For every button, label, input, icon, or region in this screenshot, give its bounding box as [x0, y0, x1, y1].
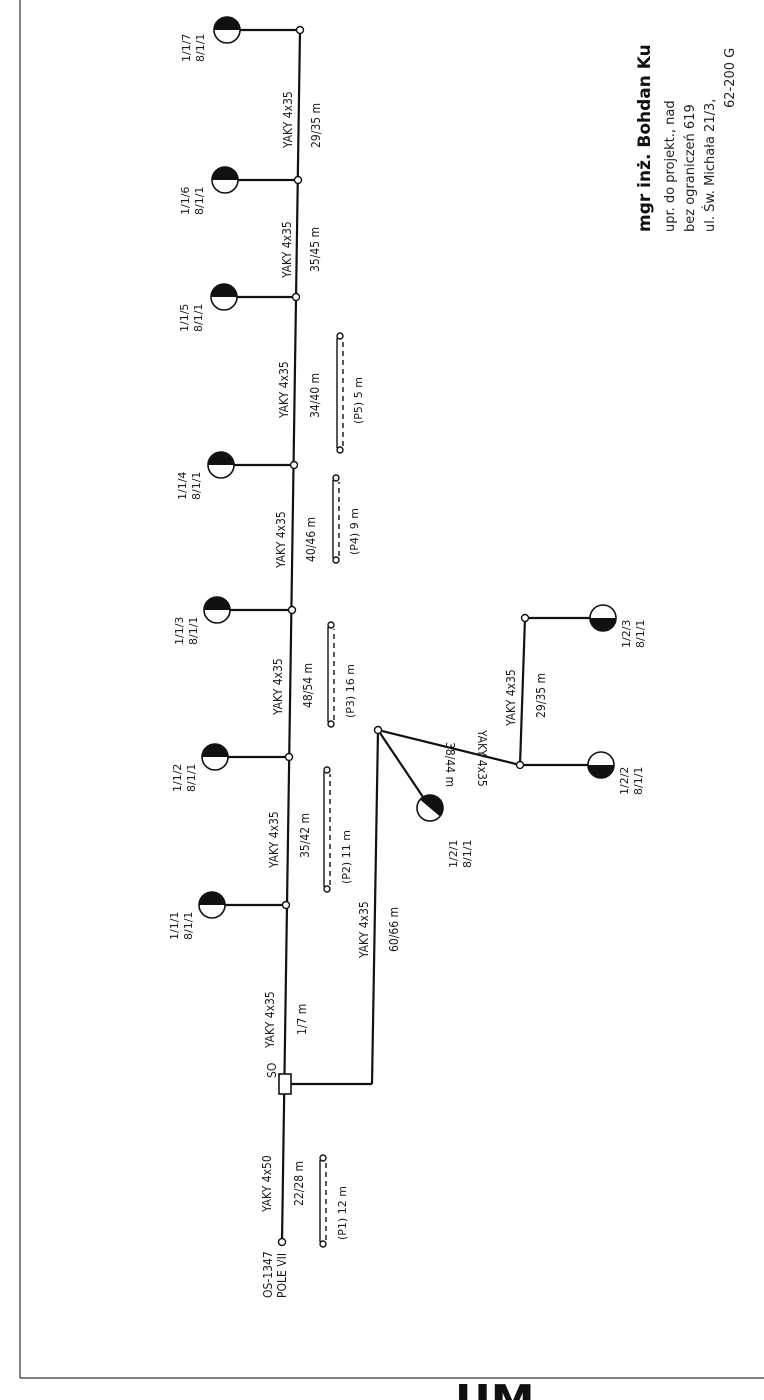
- lamp-id-label: 1/1/5: [178, 304, 191, 332]
- lamp-id-label: 1/1/6: [179, 187, 192, 215]
- lamp-id-label: 1/1/3: [173, 617, 186, 645]
- conduit: [319, 1154, 327, 1248]
- lamp-id-label: 1/2/2: [618, 767, 631, 795]
- lamp-ref-label: 8/1/1: [194, 34, 207, 62]
- source-id-label: OS-1347: [261, 1251, 275, 1298]
- lamp-id-label: 1/1/7: [180, 34, 193, 62]
- junction-node: [520, 613, 530, 623]
- lamp-ref-label: 8/1/1: [461, 840, 474, 868]
- conduit: [336, 332, 344, 454]
- cable-length-label: 34/40 m: [308, 373, 322, 418]
- junction-node: [284, 752, 294, 762]
- trunk-line: [280, 29, 302, 1243]
- cable-length-label: 29/35 m: [309, 103, 323, 148]
- lamp-symbol: [210, 283, 238, 311]
- junction-node: [295, 25, 305, 35]
- cable-type-label: YAKY 4x35: [263, 991, 277, 1049]
- so-connector-box: [278, 1073, 292, 1095]
- lamp-symbol: [589, 604, 617, 632]
- stamp-line: bez ograniczeń 619: [683, 104, 698, 232]
- lamp-symbol: [416, 794, 444, 822]
- cable-length-label: 60/66 m: [387, 907, 401, 952]
- conduit-label: (P5) 5 m: [352, 377, 365, 424]
- branch-line-3: [377, 728, 521, 767]
- junction-node: [281, 900, 291, 910]
- cable-length-label: 22/28 m: [292, 1161, 306, 1206]
- lamp-ref-label: 8/1/1: [187, 617, 200, 645]
- lamp-ref-label: 8/1/1: [193, 187, 206, 215]
- lamp-symbol: [211, 166, 239, 194]
- cable-type-label: YAKY 4x35: [277, 361, 291, 419]
- lamp-ref-label: 8/1/1: [634, 620, 647, 648]
- lamp-id-label: 1/2/1: [447, 840, 460, 868]
- footer-text-fragment: UM: [455, 1376, 535, 1400]
- cable-length-label: 40/46 m: [304, 517, 318, 562]
- cable-type-label: YAKY 4x35: [271, 658, 285, 716]
- lamp-ref-label: 8/1/1: [182, 912, 195, 940]
- source-field-label: POLE VII: [275, 1253, 289, 1298]
- stamp-line: ul. Św. Michała 21/3,: [702, 99, 718, 232]
- conduit: [323, 766, 331, 893]
- branch-line-7: [377, 729, 426, 801]
- lamp-id-label: 1/1/1: [168, 912, 181, 940]
- stamp-designer-name: mgr inż. Bohdan Ku: [635, 44, 655, 232]
- conduit-label: (P2) 11 m: [340, 830, 353, 884]
- cable-type-label: YAKY 4x50: [260, 1155, 274, 1213]
- cable-type-label: YAKY 4x35: [504, 669, 518, 727]
- junction-node: [373, 725, 383, 735]
- cable-length-label: 48/54 m: [301, 663, 315, 708]
- lamp-symbol: [198, 891, 226, 919]
- lamp-symbol: [213, 16, 241, 44]
- junction-node: [293, 175, 303, 185]
- branch-line-4: [518, 617, 527, 766]
- cable-length-label: 1/7 m: [295, 1004, 309, 1035]
- lamp-ref-label: 8/1/1: [192, 304, 205, 332]
- cable-type-label: YAKY 4x35: [281, 91, 295, 149]
- cable-length-label: 38/44 m: [443, 742, 457, 787]
- cable-type-label: YAKY 4x35: [267, 811, 281, 869]
- conduit-label: (P4) 9 m: [348, 508, 361, 555]
- stamp-line: 62-200 G: [723, 48, 738, 108]
- junction-node: [291, 292, 301, 302]
- junction-node: [289, 460, 299, 470]
- lamp-symbol: [207, 451, 235, 479]
- lamp-id-label: 1/2/3: [620, 620, 633, 648]
- cable-length-label: 35/45 m: [308, 227, 322, 272]
- so-connector-label: SO: [265, 1063, 279, 1078]
- cable-type-label: YAKY 4x35: [475, 729, 489, 787]
- cable-type-label: YAKY 4x35: [280, 221, 294, 279]
- lamp-symbol: [201, 743, 229, 771]
- conduit-label: (P3) 16 m: [344, 664, 357, 718]
- cable-type-label: YAKY 4x35: [274, 511, 288, 569]
- lamp-symbol: [587, 751, 615, 779]
- cable-length-label: 35/42 m: [298, 813, 312, 858]
- cable-type-label: YAKY 4x35: [357, 901, 371, 959]
- stamp-line: upr. do projekt., nad: [663, 100, 678, 232]
- branch-line-2: [370, 729, 380, 1085]
- cable-length-label: 29/35 m: [534, 673, 548, 718]
- lamp-id-label: 1/1/4: [176, 472, 189, 500]
- lamp-id-label: 1/1/2: [171, 764, 184, 792]
- lamp-ref-label: 8/1/1: [185, 764, 198, 792]
- conduit: [327, 621, 335, 728]
- junction-node: [287, 605, 297, 615]
- lamp-ref-label: 8/1/1: [632, 767, 645, 795]
- conduit: [332, 474, 340, 564]
- conduit-label: (P1) 12 m: [336, 1186, 349, 1240]
- lamp-symbol: [203, 596, 231, 624]
- lamp-ref-label: 8/1/1: [190, 472, 203, 500]
- source-node: [277, 1237, 287, 1247]
- junction-node: [515, 760, 525, 770]
